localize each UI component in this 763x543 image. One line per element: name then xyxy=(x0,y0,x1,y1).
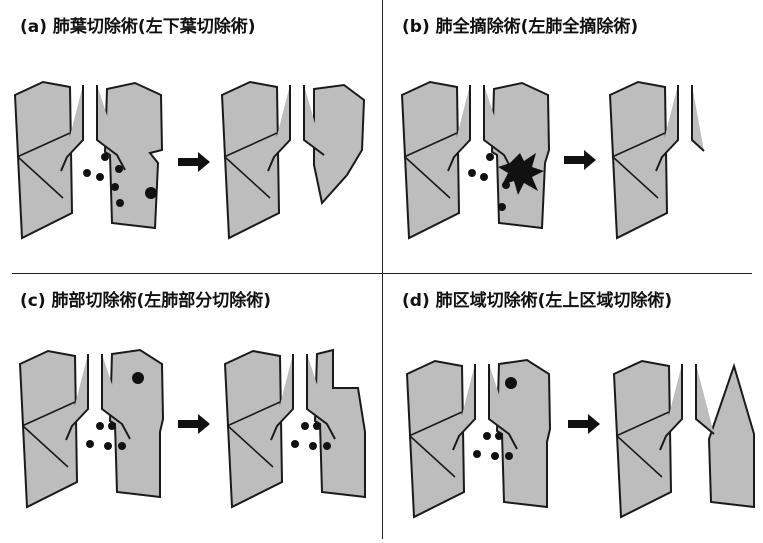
panel-drawing xyxy=(0,0,381,269)
lungs-before xyxy=(407,360,550,517)
lungs-after xyxy=(610,82,704,238)
lungs-after xyxy=(222,82,364,238)
arrow-icon xyxy=(178,414,210,434)
lungs-after xyxy=(614,361,754,517)
panel-wedge-resection: (c) 肺部切除術(左肺部分切除術) xyxy=(0,274,381,543)
panel-segmentectomy: (d) 肺区域切除術(左上区域切除術) xyxy=(382,274,763,543)
arrow-icon xyxy=(178,152,210,172)
lungs-before xyxy=(402,82,549,238)
panel-drawing xyxy=(382,274,763,539)
panel-lobectomy: (a) 肺葉切除術(左下葉切除術) xyxy=(0,0,381,269)
lungs-after xyxy=(225,350,365,507)
panel-drawing xyxy=(0,274,381,539)
arrow-icon xyxy=(568,414,600,434)
lungs-before xyxy=(20,350,163,507)
panel-drawing xyxy=(382,0,763,269)
panel-pneumonectomy: (b) 肺全摘除術(左肺全摘除術) xyxy=(382,0,763,269)
lungs-before xyxy=(15,82,162,238)
arrow-icon xyxy=(564,150,596,170)
